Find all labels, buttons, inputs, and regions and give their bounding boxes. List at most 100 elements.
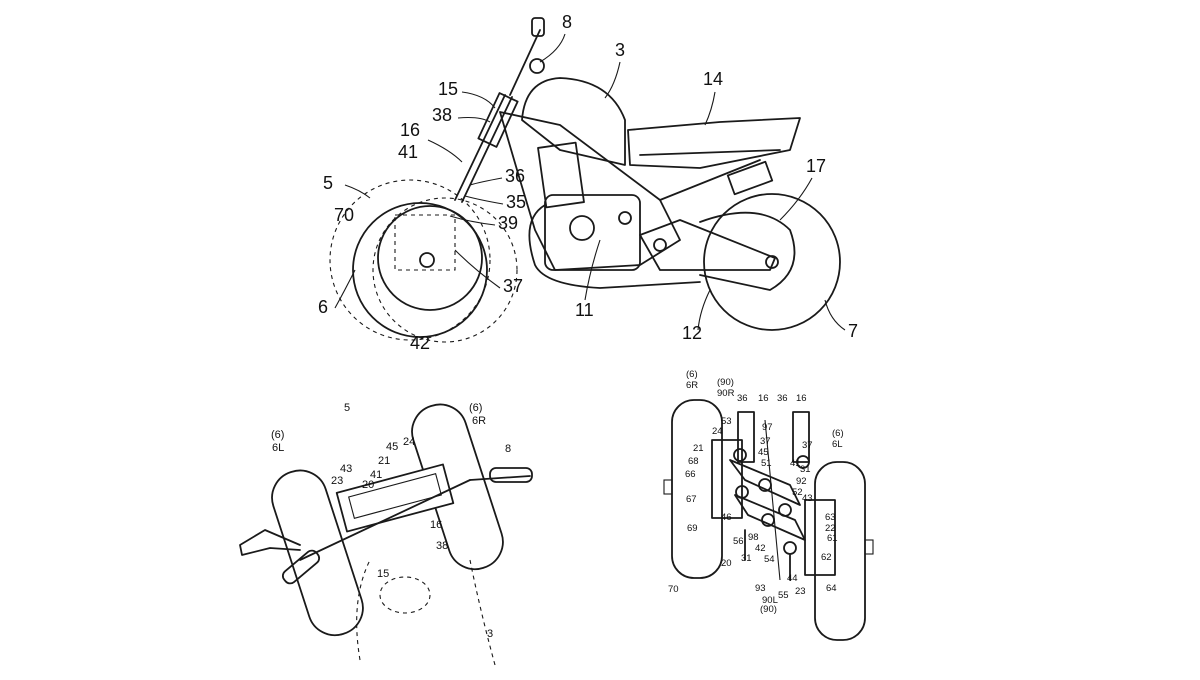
side-label: 38	[432, 105, 452, 125]
side-label: 14	[703, 69, 723, 89]
front-label: 45	[386, 441, 398, 453]
mech-label: 41	[790, 458, 801, 469]
mech-label: 6L	[832, 439, 843, 450]
side-label: 8	[562, 12, 572, 32]
front-label: 21	[378, 455, 390, 467]
side-label: 41	[398, 142, 418, 162]
mech-label: 37	[760, 436, 771, 447]
side-label: 70	[334, 205, 354, 225]
rear-shock	[728, 162, 772, 194]
mech-label: 56	[733, 536, 744, 547]
air-box	[538, 143, 584, 208]
mech-label: 62	[821, 552, 832, 563]
side-view-figure	[330, 18, 840, 342]
front-label: 24	[403, 436, 415, 448]
engine-cover	[570, 216, 594, 240]
front-label: 8	[505, 443, 511, 455]
mech-label: (90)	[717, 377, 734, 388]
mech-label: 42	[755, 543, 766, 554]
mech-label: 70	[668, 584, 679, 595]
seat	[628, 118, 800, 168]
mech-label: 24	[712, 426, 723, 437]
mech-label: 93	[755, 583, 766, 594]
front-fork	[455, 95, 505, 200]
side-label: 15	[438, 79, 458, 99]
mech-label: 36	[737, 393, 748, 404]
side-label: 35	[506, 192, 526, 212]
mech-label: 31	[741, 553, 752, 564]
mech-label: 55	[778, 590, 789, 601]
mech-label: 45	[758, 447, 769, 458]
front-tank-dashed	[380, 577, 430, 613]
front-view-labels: 5 (6) 6R (6) 6L 45 24 8 21 43 41 23 20 1…	[271, 402, 511, 640]
mech-label: 21	[693, 443, 704, 454]
side-label: 3	[615, 40, 625, 60]
side-label: 37	[503, 276, 523, 296]
mech-label: 43	[802, 493, 813, 504]
mech-label: 98	[748, 532, 759, 543]
front-label: 20	[362, 479, 374, 491]
side-label: 36	[505, 166, 525, 186]
mech-label: 97	[762, 422, 773, 433]
side-label: 11	[575, 300, 594, 320]
side-label: 5	[323, 173, 333, 193]
left-mirror	[240, 530, 300, 555]
mech-label: 52	[792, 487, 803, 498]
mech-label: 16	[758, 393, 769, 404]
mech-label: 63	[825, 512, 836, 523]
mech-label: 53	[721, 416, 732, 427]
side-label: 7	[848, 321, 858, 341]
front-label: 5	[344, 402, 350, 414]
mech-label: 64	[826, 583, 837, 594]
mech-label: 90R	[717, 388, 735, 399]
front-label: 6L	[272, 442, 284, 454]
front-label: 3	[487, 628, 493, 640]
mech-label: 92	[796, 476, 807, 487]
side-label: 39	[498, 213, 518, 233]
mech-label: 54	[764, 554, 775, 565]
mech-label: 46	[721, 512, 732, 523]
mech-label: 36	[777, 393, 788, 404]
front-label: 23	[331, 475, 343, 487]
front-label: 43	[340, 463, 352, 475]
mech-label: 69	[687, 523, 698, 534]
front-label: (6)	[469, 402, 482, 414]
mech-label: 44	[787, 573, 798, 584]
mech-label: 67	[686, 494, 697, 505]
drive-belt	[700, 213, 795, 290]
front-label: (6)	[271, 429, 284, 441]
front-label: 15	[377, 568, 389, 580]
mech-label: (6)	[686, 369, 698, 380]
mech-label: 6R	[686, 380, 698, 391]
swingarm	[640, 220, 775, 270]
mech-label: 61	[827, 533, 838, 544]
right-grip	[490, 468, 532, 482]
side-label: 17	[806, 156, 826, 176]
mech-label: 66	[685, 469, 696, 480]
mech-fork-left-tube	[793, 412, 809, 462]
mech-label: (6)	[832, 428, 844, 439]
mech-label: 37	[802, 440, 813, 451]
exhaust	[529, 205, 700, 288]
mech-label: 51	[761, 458, 772, 469]
mech-label: (90)	[760, 604, 777, 615]
main-frame	[500, 112, 680, 270]
front-hub	[420, 253, 434, 267]
side-label: 6	[318, 297, 328, 317]
mech-wheel-left	[815, 462, 865, 640]
mech-label: 16	[796, 393, 807, 404]
front-label: 6R	[472, 415, 486, 427]
front-wheel-rim	[378, 206, 482, 310]
side-label: 16	[400, 120, 420, 140]
left-grip	[280, 548, 321, 586]
side-label: 42	[410, 333, 430, 353]
handlebar	[510, 30, 540, 95]
front-label: 16	[430, 519, 442, 531]
mech-label: 31	[800, 464, 811, 475]
front-label: 38	[436, 540, 448, 552]
front-mechanism-dashed	[395, 215, 455, 270]
mech-label: 68	[688, 456, 699, 467]
mech-label: 23	[795, 586, 806, 597]
side-view-labels: 8 3 15 14 38 16 41 36 17 5 35 70 39 37 6…	[318, 12, 858, 353]
